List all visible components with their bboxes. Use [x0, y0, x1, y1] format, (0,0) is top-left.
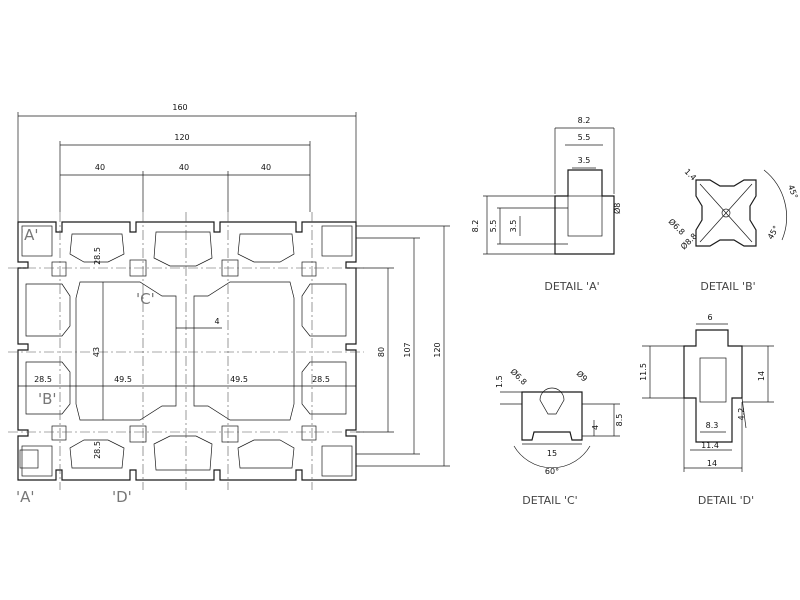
dim-107: 107	[403, 342, 412, 357]
detail-a-h-5-5: 5.5	[489, 220, 498, 233]
detail-b-title: DETAIL 'B'	[700, 280, 755, 293]
detail-c-4: 4	[591, 425, 600, 430]
detail-c-60: 60°	[545, 467, 559, 476]
dim-4: 4	[214, 317, 219, 326]
main-profile-section	[8, 212, 364, 490]
cavity	[153, 435, 213, 471]
detail-d-title: DETAIL 'D'	[698, 494, 754, 507]
core-inner-2	[301, 261, 317, 277]
core-inner-3	[51, 425, 67, 441]
detail-a: 8.2 5.5 3.5 8.2 5.5 3.5 Ø8 DETAIL 'A'	[471, 116, 622, 293]
detail-d-4-2: 4.2	[737, 408, 746, 421]
cavity	[237, 439, 295, 469]
dim-28-5-d: 28.5	[312, 375, 330, 384]
dim-43: 43	[92, 347, 101, 357]
cavity	[25, 361, 71, 415]
detail-a-title: DETAIL 'A'	[544, 280, 599, 293]
detail-a-3-5: 3.5	[578, 156, 591, 165]
core-inner-8	[221, 425, 239, 443]
core-top-right	[321, 225, 353, 257]
detail-d-11-4: 11.4	[701, 441, 719, 450]
cavity	[69, 439, 125, 469]
detail-c: 1.5 8.5 4 15 60° Ø6.8 Ø9 DETAIL 'C'	[495, 366, 624, 507]
detail-d-14-h: 14	[707, 459, 717, 468]
dim-40-b: 40	[179, 163, 189, 172]
core-top-left	[21, 225, 53, 257]
detail-d-6: 6	[707, 313, 712, 322]
dim-120: 120	[174, 133, 189, 142]
detail-d-14-v: 14	[757, 371, 766, 381]
detail-b-45b: 45°	[766, 224, 781, 241]
detail-b-6-8: Ø6.8	[667, 216, 688, 237]
dim-28-5-c: 28.5	[34, 375, 52, 384]
cavity	[237, 233, 295, 263]
tag-c: 'C'	[136, 290, 155, 308]
dim-40-c: 40	[261, 163, 271, 172]
dim-49-5-a: 49.5	[114, 375, 132, 384]
cavity	[69, 233, 125, 263]
cavity-center-right	[193, 281, 295, 421]
detail-a-5-5: 5.5	[578, 133, 591, 142]
core-bottom-left	[21, 445, 53, 477]
dim-80: 80	[377, 347, 386, 357]
cavity	[153, 231, 213, 267]
detail-c-title: DETAIL 'C'	[522, 494, 577, 507]
tag-d: 'D'	[112, 488, 132, 506]
core-bottom-right	[321, 445, 353, 477]
cavity-center-left	[75, 281, 177, 421]
profile-outline	[17, 221, 357, 481]
detail-c-6-8: Ø6.8	[509, 366, 530, 387]
cavity	[301, 361, 347, 415]
core-inner-4	[301, 425, 317, 441]
detail-a-r8: Ø8	[612, 203, 622, 214]
dim-28-5-b: 28.5	[93, 441, 102, 459]
cavity	[25, 283, 71, 337]
core-detail-a	[19, 449, 39, 469]
tag-b: 'B'	[38, 390, 57, 408]
detail-b-45a: 45°	[786, 184, 799, 200]
detail-d-8-3: 8.3	[706, 421, 719, 430]
dim-40-a: 40	[95, 163, 105, 172]
tag-a: 'A'	[16, 488, 35, 506]
tag-a-top: 'A'	[20, 226, 39, 244]
detail-a-h-8-2: 8.2	[471, 220, 480, 233]
detail-c-15: 15	[547, 449, 557, 458]
detail-c-1-5: 1.5	[495, 375, 504, 388]
detail-c-8-5: 8.5	[615, 414, 624, 427]
dim-49-5-b: 49.5	[230, 375, 248, 384]
detail-a-8-2: 8.2	[578, 116, 591, 125]
detail-d: 6 11.5 14 4.2 8.3 11.4 14 DETAIL 'D'	[639, 313, 774, 507]
detail-b: 45° 45° 1.4 Ø6.8 Ø8.8 DETAIL 'B'	[667, 167, 800, 293]
main-dimensions: 160 120 40 40 40 120 107 80 43 4 28.5 28…	[17, 103, 450, 467]
cavity	[301, 283, 347, 337]
detail-c-9: Ø9	[575, 368, 590, 383]
dim-28-5-a: 28.5	[93, 247, 102, 265]
core-inner-7	[129, 425, 147, 443]
core-inner-1	[51, 261, 67, 277]
dim-120-vertical: 120	[433, 342, 442, 357]
dim-160: 160	[172, 103, 187, 112]
detail-a-h-3-5: 3.5	[509, 220, 518, 233]
detail-d-11-5: 11.5	[639, 363, 648, 381]
